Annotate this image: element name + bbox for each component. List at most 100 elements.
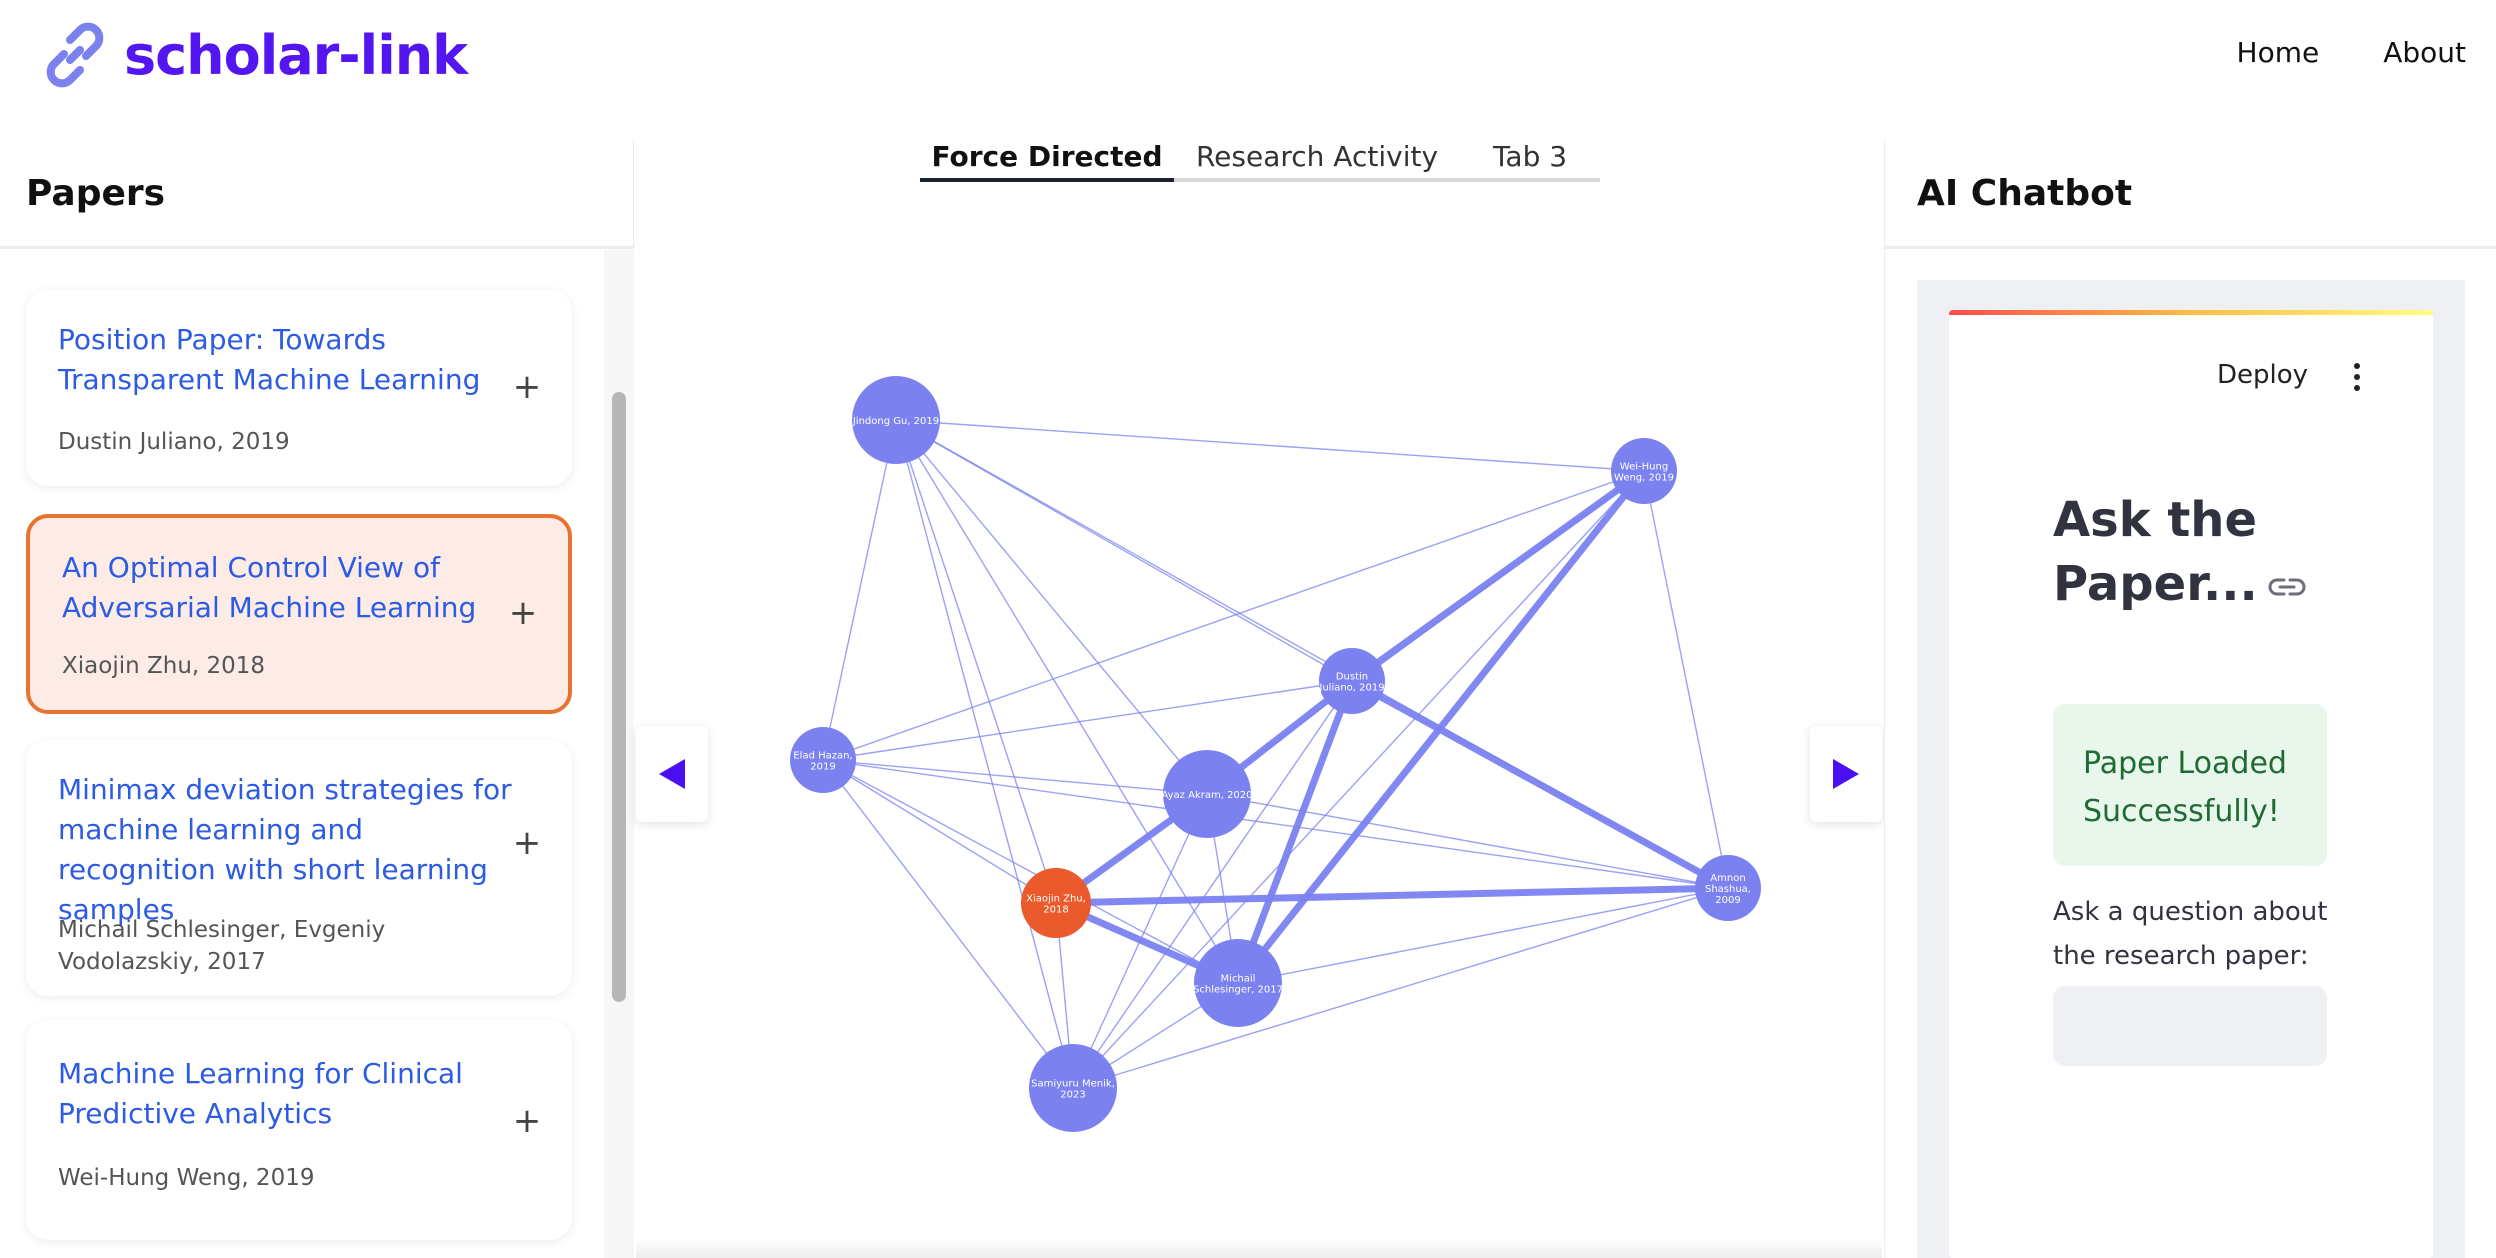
graph-edge — [1234, 679, 1356, 985]
graph-node-label: Elad Hazan, — [793, 751, 852, 762]
tab-research-activity[interactable]: Research Activity — [1195, 140, 1439, 173]
paper-title[interactable]: Machine Learning for Clinical Predictive… — [58, 1057, 463, 1130]
graph-edge — [822, 759, 1074, 1089]
paper-card[interactable]: Machine Learning for Clinical Predictive… — [26, 1020, 572, 1240]
paper-title[interactable]: Minimax deviation strategies for machine… — [58, 773, 512, 926]
graph-edge — [1643, 470, 1729, 889]
triangle-left-icon — [659, 759, 685, 789]
add-paper-button[interactable]: + — [512, 823, 542, 863]
graph-edge — [822, 680, 1353, 761]
deploy-button[interactable]: Deploy — [2217, 360, 2309, 390]
graph-node-gu[interactable]: Jindong Gu, 2019 — [852, 376, 940, 464]
active-tab-indicator — [920, 178, 1174, 182]
graph-node-label: Wei-Hung — [1620, 462, 1668, 473]
graph-edge — [895, 419, 1074, 1089]
graph-node-label: Amnon — [1710, 873, 1745, 884]
chain-link-icon — [46, 22, 104, 88]
graph-bottom-fade — [636, 1238, 1882, 1258]
graph-node-circle[interactable] — [1695, 855, 1761, 921]
top-nav: Home About — [2237, 36, 2466, 69]
graph-node-akram[interactable]: Ayaz Akram, 2020 — [1161, 750, 1253, 838]
paper-title[interactable]: An Optimal Control View of Adversarial M… — [62, 551, 477, 624]
graph-edge — [1206, 793, 1729, 889]
graph-node-circle[interactable] — [1021, 868, 1091, 938]
graph-node-label: 2018 — [1043, 905, 1068, 916]
graph-node-label: Weng, 2019 — [1614, 473, 1674, 484]
graph-edge — [895, 419, 1208, 795]
paper-card[interactable]: Minimax deviation strategies for machine… — [26, 740, 572, 996]
add-paper-button[interactable]: + — [512, 367, 542, 407]
graph-node-circle[interactable] — [1194, 939, 1282, 1027]
kebab-menu-icon[interactable] — [2345, 362, 2369, 392]
graph-edge — [822, 470, 1645, 761]
graph-node-label: Jindong Gu, 2019 — [852, 416, 939, 427]
ask-heading: Ask the Paper... — [2053, 488, 2373, 616]
graph-node-label: 2023 — [1060, 1090, 1085, 1101]
paper-card[interactable]: Position Paper: Towards Transparent Mach… — [26, 290, 572, 486]
link-icon[interactable] — [2268, 575, 2306, 599]
graph-edge — [1072, 680, 1353, 1089]
graph-node-label: Samiyuru Menik, — [1031, 1079, 1115, 1090]
papers-heading: Papers — [26, 172, 166, 214]
tab-3[interactable]: Tab 3 — [1492, 140, 1568, 173]
graph-node-circle[interactable] — [852, 376, 940, 464]
next-button[interactable] — [1810, 726, 1882, 822]
add-paper-button[interactable]: + — [512, 1101, 542, 1141]
ask-heading-text: Ask the Paper... — [2053, 492, 2258, 612]
tab-force-directed[interactable]: Force Directed — [931, 140, 1163, 173]
success-message: Paper Loaded Successfully! — [2083, 746, 2287, 829]
graph-edge — [1055, 884, 1729, 907]
chatbot-divider — [1885, 246, 2496, 249]
graph-node-label: Xiaojin Zhu, — [1026, 894, 1086, 905]
graph-node-label: 2009 — [1715, 895, 1740, 906]
scrollbar-thumb[interactable] — [612, 392, 626, 1002]
success-alert: Paper Loaded Successfully! — [2053, 704, 2327, 866]
add-paper-button[interactable]: + — [508, 593, 538, 633]
paper-meta: Michail Schlesinger, Evgeniy Vodolazskiy… — [58, 917, 386, 975]
graph-node-circle[interactable] — [790, 727, 856, 793]
previous-button[interactable] — [636, 726, 708, 822]
brand[interactable]: scholar-link — [40, 20, 468, 90]
paper-title[interactable]: Position Paper: Towards Transparent Mach… — [58, 323, 481, 396]
graph-tabs: Force Directed Research Activity Tab 3 — [920, 140, 1600, 182]
graph-node-circle[interactable] — [1319, 648, 1385, 714]
graph-node-label: Schlesinger, 2017 — [1193, 985, 1283, 996]
papers-divider — [0, 246, 634, 249]
nav-home-link[interactable]: Home — [2236, 36, 2320, 69]
graph-node-label: Michail — [1221, 974, 1256, 985]
paper-card-selected[interactable]: An Optimal Control View of Adversarial M… — [26, 514, 572, 714]
graph-node-circle[interactable] — [1163, 750, 1251, 838]
graph-node-circle[interactable] — [1611, 438, 1677, 504]
graph-edge — [822, 759, 1057, 904]
graph-edge — [895, 419, 1645, 472]
graph-node-label: Shashua, — [1705, 884, 1751, 895]
nav-about-link[interactable]: About — [2383, 36, 2466, 69]
graph-node-label: Ayaz Akram, 2020 — [1161, 790, 1252, 801]
graph-edge — [895, 419, 1057, 904]
question-input[interactable] — [2053, 986, 2327, 1066]
graph-edge — [822, 759, 1208, 795]
chatbot-panel: AI Chatbot Deploy Ask the Paper... — [1884, 140, 2496, 1258]
app-decoration-bar — [1949, 310, 2433, 315]
graph-edge — [895, 419, 1239, 984]
graph-node-label: Dustin — [1336, 672, 1368, 683]
graph-node-hazan[interactable]: Elad Hazan,2019 — [790, 727, 856, 793]
chatbot-frame: Deploy Ask the Paper... — [1917, 280, 2465, 1258]
graph-node-zhu[interactable]: Xiaojin Zhu,2018 — [1021, 868, 1091, 938]
question-label: Ask a question about the research paper: — [2053, 897, 2328, 971]
graph-node-menik[interactable]: Samiyuru Menik,2023 — [1029, 1044, 1117, 1132]
graph-edge — [1072, 887, 1729, 1089]
chatbot-heading: AI Chatbot — [1917, 172, 2133, 214]
graph-edge — [822, 759, 1239, 984]
graph-node-circle[interactable] — [1029, 1044, 1117, 1132]
papers-scrollbar[interactable] — [604, 250, 634, 1258]
graph-node-label: Juliano, 2019 — [1318, 683, 1384, 694]
paper-meta: Wei-Hung Weng, 2019 — [58, 1165, 315, 1191]
